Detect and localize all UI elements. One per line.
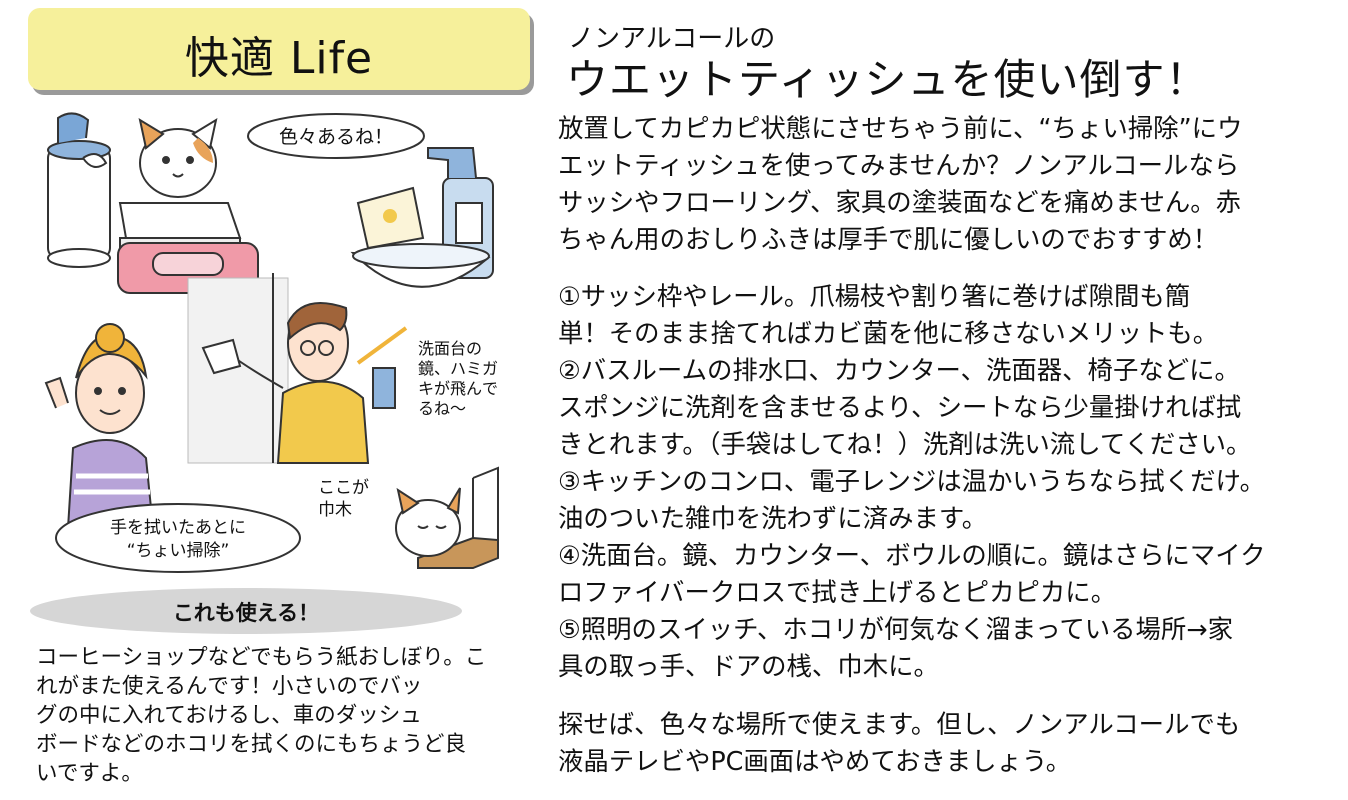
- mirror-icon: [187, 273, 289, 464]
- tip-line: スポンジに洗剤を含ませるより、シートなら少量掛ければ拭: [558, 392, 1242, 422]
- bowl-icon: [350, 186, 491, 288]
- man-icon: [201, 302, 370, 464]
- article-subtitle: ノンアルコールの: [568, 24, 776, 54]
- article-title: ウエットティッシュを使い倒す！: [566, 55, 1209, 104]
- closing-line: 液晶テレビやPC画面はやめておきましょう。: [558, 746, 1072, 776]
- tip-line: ①サッシ枠やレール。爪楊枝や割り箸に巻けば隙間も簡: [558, 281, 1191, 311]
- tip-line: ④洗面台。鏡、カウンター、ボウルの順に。鏡はさらにマイク: [558, 540, 1266, 570]
- sidebar-heading: これも使える！: [172, 601, 320, 625]
- closing-paragraph: 探せば、色々な場所で使えます。但し、ノンアルコールでも 液晶テレビやPC画面はや…: [558, 706, 1318, 780]
- sidebar-line: グの中に入れておけるし、車のダッシュ: [36, 703, 422, 728]
- tip-line: 具の取っ手、ドアの桟、巾木に。: [558, 651, 939, 681]
- sidebar-body: コーヒーショップなどでもらう紙おしぼり。こ れがまた使えるんです！小さいのでバッ…: [36, 643, 506, 788]
- note-line: るね～: [418, 399, 466, 418]
- wipes-canister-icon: [47, 112, 111, 268]
- sidebar-line: れがまた使えるんです！小さいのでバッ: [36, 674, 423, 699]
- note-line: 巾木: [318, 500, 352, 520]
- tip-line: ⑤照明のスイッチ、ホコリが何気なく溜まっている場所→家: [558, 614, 1233, 644]
- bubble-text: “ちょい掃除”: [127, 541, 230, 561]
- note-line: ここが: [318, 478, 369, 498]
- sidebar-line: いですよ。: [36, 761, 143, 786]
- tip-line: ロファイバークロスで拭き上げるとピカピカに。: [558, 577, 1117, 607]
- bubble-text: 手を拭いたあとに: [110, 518, 246, 538]
- intro-line: ちゃん用のおしりふきは厚手で肌に優しいのでおすすめ！: [558, 224, 1219, 254]
- cat-icon: [395, 487, 461, 557]
- woman-icon: [44, 323, 155, 529]
- intro-line: サッシやフローリング、家具の塗装面などを痛めません。赤: [558, 187, 1242, 217]
- intro-line: エットティッシュを使ってみませんか？ノンアルコールなら: [558, 150, 1240, 180]
- sidebar-line: コーヒーショップなどでもらう紙おしぼり。こ: [36, 645, 487, 670]
- sidebar-heading-oval: これも使える！: [30, 588, 462, 634]
- cat-icon: [138, 117, 218, 198]
- illustration: 色々あるね！ 洗面台の 鏡、ハミガ キが飛んで るね～: [44, 112, 499, 573]
- speech-bubble: 色々あるね！: [247, 113, 425, 159]
- tip-line: ②バスルームの排水口、カウンター、洗面器、椅子などに。: [558, 355, 1240, 385]
- intro-paragraph: 放置してカピカピ状態にさせちゃう前に、“ちょい掃除”にウ エットティッシュを使っ…: [558, 110, 1318, 258]
- tip-line: 油のついた雑巾を洗わずに済みます。: [558, 503, 988, 533]
- tips-list: ①サッシ枠やレール。爪楊枝や割り箸に巻けば隙間も簡 単！そのまま捨てればカビ菌を…: [558, 278, 1318, 685]
- tip-line: ③キッチンのコンロ、電子レンジは温かいうちなら拭くだけ。: [558, 466, 1266, 496]
- intro-line: 放置してカピカピ状態にさせちゃう前に、“ちょい掃除”にウ: [558, 113, 1243, 143]
- toothbrush-icon: [356, 326, 408, 409]
- bubble-text: 色々あるね！: [279, 126, 393, 148]
- speech-bubble: 手を拭いたあとに “ちょい掃除”: [55, 503, 301, 573]
- title-badge: 快適 Life: [28, 8, 530, 90]
- baseboard-icon: [417, 466, 499, 569]
- badge-label: 快適 Life: [184, 33, 374, 84]
- note-line: キが飛んで: [418, 379, 498, 398]
- sidebar-line: ボードなどのホコリを拭くのにもちょうど良: [36, 732, 467, 757]
- tip-line: 単！そのまま捨てればカビ菌を他に移さないメリットも。: [558, 318, 1219, 348]
- note-line: 鏡、ハミガ: [418, 359, 498, 378]
- tip-line: きとれます。（手袋はしてね！）洗剤は洗い流してください。: [558, 429, 1252, 459]
- note-line: 洗面台の: [418, 339, 482, 358]
- closing-line: 探せば、色々な場所で使えます。但し、ノンアルコールでも: [558, 709, 1241, 739]
